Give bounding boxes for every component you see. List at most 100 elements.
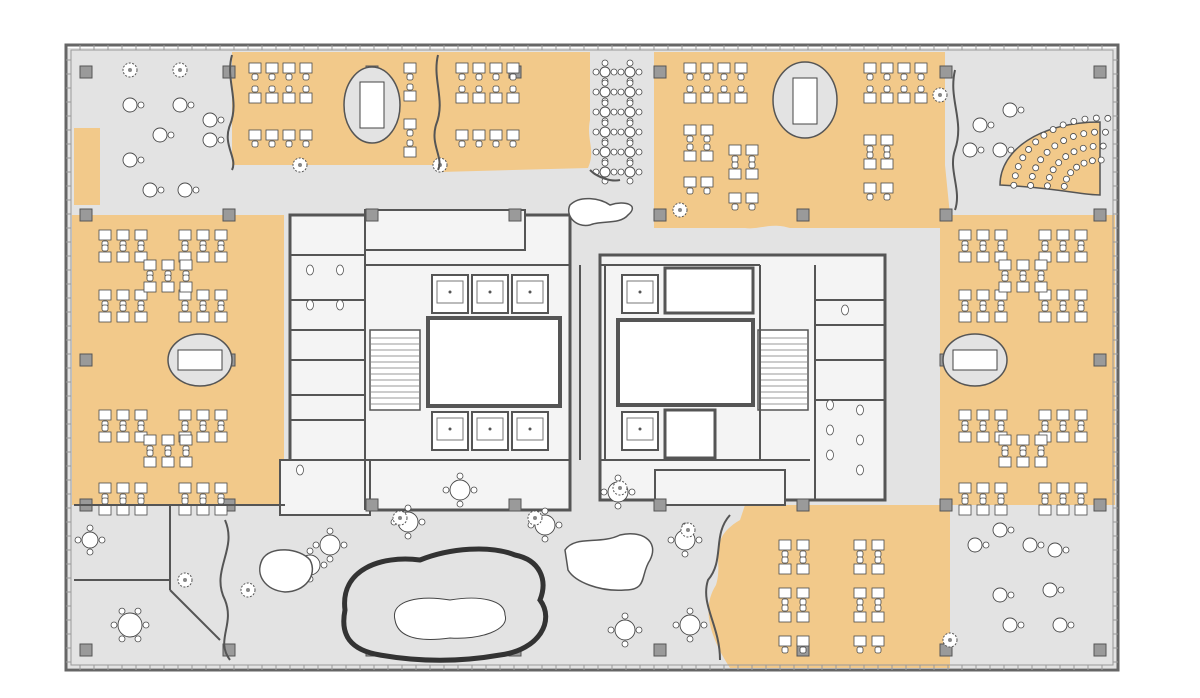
desk bbox=[282, 92, 296, 104]
chair bbox=[617, 88, 625, 96]
desk bbox=[196, 229, 210, 241]
desk-unit bbox=[1038, 244, 1052, 263]
toilet bbox=[336, 264, 344, 276]
desk bbox=[796, 635, 810, 647]
office-chair bbox=[458, 140, 466, 148]
chair bbox=[157, 186, 165, 194]
chair bbox=[456, 472, 464, 480]
exterior-wall bbox=[64, 43, 1120, 672]
service-shaft-south-east bbox=[663, 408, 717, 460]
desk bbox=[897, 92, 911, 104]
desk-unit bbox=[863, 62, 877, 81]
round-table-group bbox=[592, 59, 618, 85]
chair bbox=[635, 128, 643, 136]
round-table-group bbox=[177, 182, 200, 198]
planter-screen bbox=[705, 514, 731, 661]
desk bbox=[178, 229, 192, 241]
round-table-group bbox=[172, 97, 195, 113]
desk-unit bbox=[976, 244, 990, 263]
office-chair bbox=[979, 304, 987, 312]
chair bbox=[987, 121, 995, 129]
office-chair bbox=[509, 140, 517, 148]
desk bbox=[880, 92, 894, 104]
round-table bbox=[992, 142, 1008, 158]
desk bbox=[994, 482, 1008, 494]
planter-screen bbox=[219, 519, 231, 661]
core-partitions bbox=[290, 250, 885, 510]
lounge-north-west-patch bbox=[74, 128, 100, 205]
desk bbox=[506, 92, 520, 104]
office-chair bbox=[199, 424, 207, 432]
desk bbox=[1074, 482, 1088, 494]
chair bbox=[621, 640, 629, 648]
elevator bbox=[511, 274, 549, 314]
desk-unit bbox=[958, 304, 972, 323]
desk-unit bbox=[976, 497, 990, 516]
desk bbox=[178, 482, 192, 494]
desk-unit bbox=[214, 424, 228, 443]
plant-pot bbox=[246, 588, 250, 592]
desk bbox=[116, 482, 130, 494]
desk bbox=[796, 611, 810, 623]
desk bbox=[863, 134, 877, 146]
desk bbox=[98, 311, 112, 323]
office-chair bbox=[182, 274, 190, 282]
desk-unit bbox=[1016, 259, 1030, 278]
office-chair bbox=[217, 497, 225, 505]
round-table bbox=[962, 142, 978, 158]
chair bbox=[86, 524, 94, 532]
desk bbox=[299, 92, 313, 104]
desk bbox=[98, 504, 112, 516]
office-chair bbox=[137, 304, 145, 312]
stair-west-outline bbox=[369, 329, 421, 411]
office-chair bbox=[883, 85, 891, 93]
desk bbox=[116, 504, 130, 516]
chair bbox=[681, 550, 689, 558]
office-chair bbox=[874, 550, 882, 558]
round-table bbox=[992, 522, 1008, 538]
structural-column bbox=[1093, 498, 1107, 512]
office-chair bbox=[285, 85, 293, 93]
auditorium-chair bbox=[1080, 159, 1088, 167]
desk bbox=[1038, 229, 1052, 241]
plant bbox=[527, 510, 543, 526]
desk bbox=[161, 434, 175, 446]
office-chair bbox=[458, 85, 466, 93]
round-table-group bbox=[122, 97, 145, 113]
structural-column bbox=[79, 65, 93, 79]
structural-column bbox=[796, 498, 810, 512]
plant-pot bbox=[298, 163, 302, 167]
desk-unit bbox=[880, 62, 894, 81]
desk bbox=[717, 62, 731, 74]
chair bbox=[617, 108, 625, 116]
chair bbox=[320, 561, 328, 569]
desk-unit bbox=[299, 129, 313, 148]
chair bbox=[626, 99, 634, 107]
desk-unit bbox=[683, 143, 697, 162]
round-table bbox=[624, 66, 636, 78]
auditorium-chair bbox=[1060, 182, 1068, 190]
desk-unit bbox=[98, 244, 112, 263]
toilet bbox=[336, 299, 344, 311]
desk-unit bbox=[853, 556, 867, 575]
chair bbox=[610, 148, 618, 156]
desk bbox=[214, 504, 228, 516]
service-shaft-north-east bbox=[663, 266, 755, 315]
office-chair bbox=[874, 604, 882, 612]
desk bbox=[489, 92, 503, 104]
desk bbox=[871, 539, 885, 551]
desk-unit bbox=[1034, 449, 1048, 468]
desk-unit bbox=[734, 62, 748, 81]
office-chair bbox=[1077, 497, 1085, 505]
auditorium-chair bbox=[1104, 114, 1112, 122]
chair bbox=[610, 68, 618, 76]
desk-unit bbox=[161, 449, 175, 468]
office-chair bbox=[856, 556, 864, 564]
desk-unit bbox=[214, 304, 228, 323]
meeting-room-north-east bbox=[772, 61, 838, 139]
elevator bbox=[471, 274, 509, 314]
desk bbox=[976, 409, 990, 421]
auditorium-chair bbox=[1049, 126, 1057, 133]
desk bbox=[1016, 259, 1030, 271]
office-chair bbox=[217, 424, 225, 432]
